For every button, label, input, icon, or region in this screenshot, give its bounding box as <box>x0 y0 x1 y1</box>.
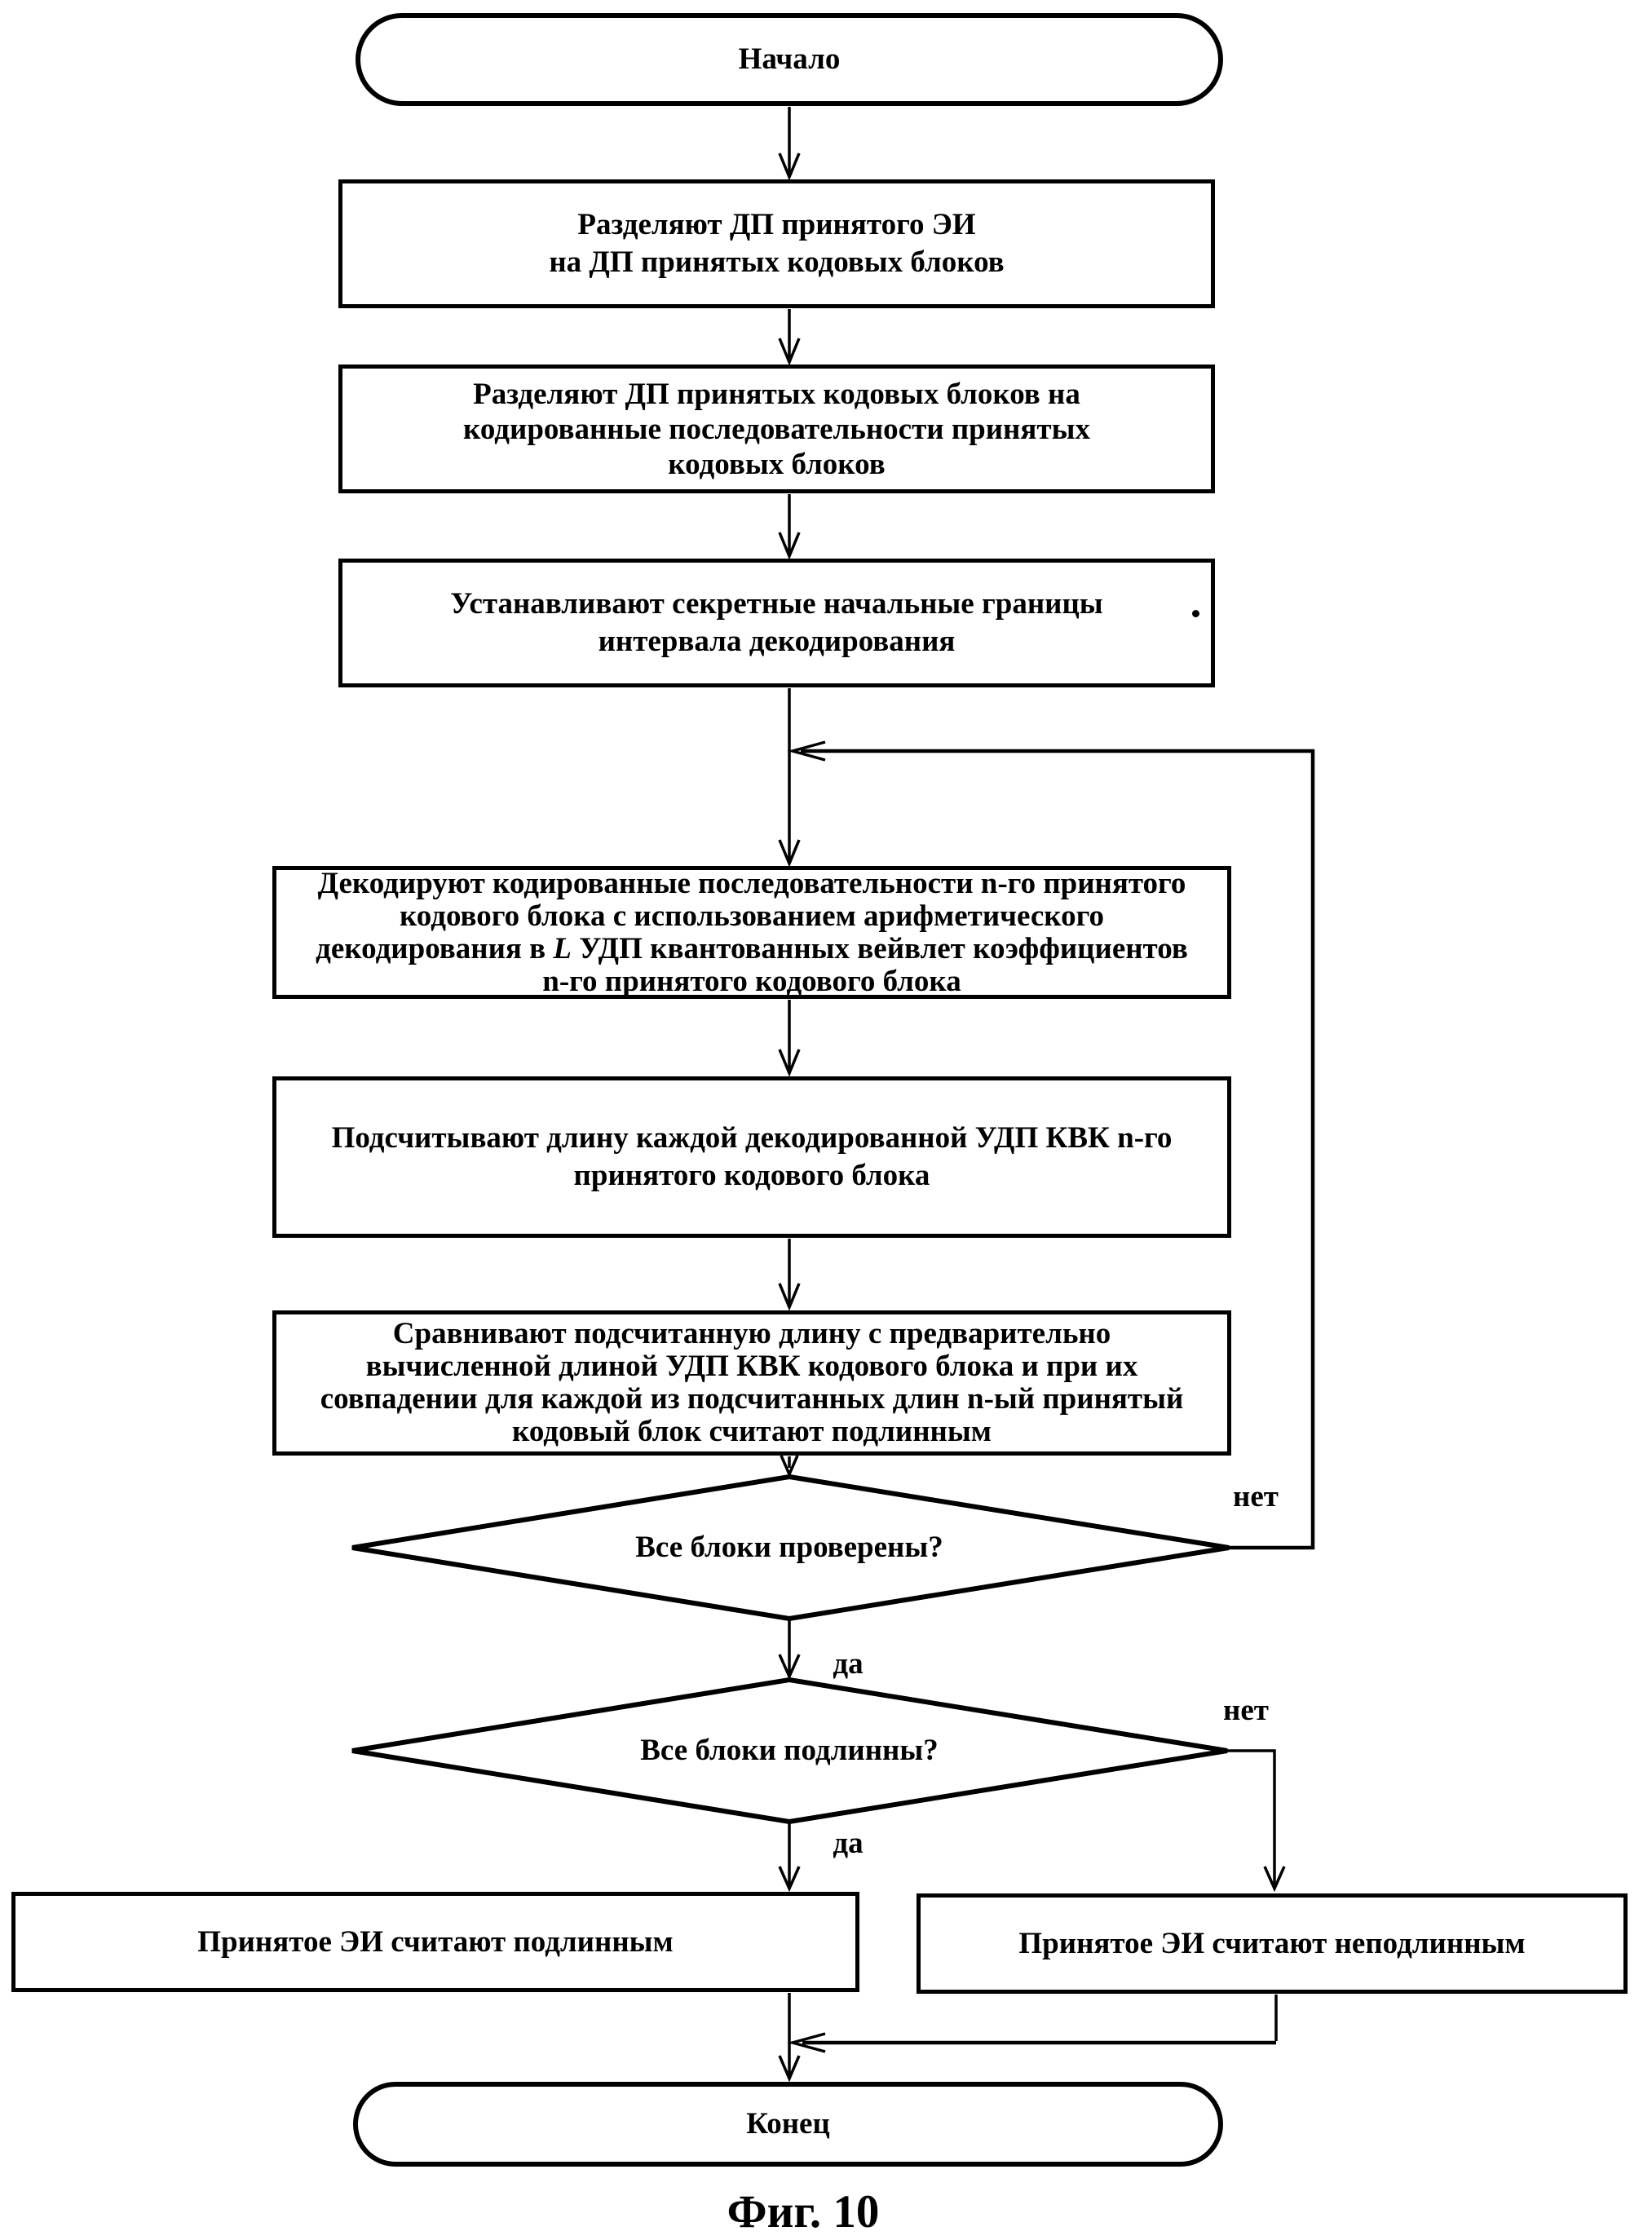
decision1-yes-label: да <box>833 1647 864 1681</box>
decision2-no-label: нет <box>1223 1694 1269 1727</box>
result-not-authentic-label: Принятое ЭИ считают неподлинным <box>1018 1926 1526 1960</box>
terminator-start: Начало <box>356 13 1223 106</box>
process-split-blocks-line3: кодовых блоков <box>668 447 886 481</box>
arrow-result-to-end <box>778 1993 801 2083</box>
process-split-blocks: Разделяют ДП принятых кодовых блоков на … <box>338 364 1215 493</box>
arrow-start-to-split-ei <box>778 107 801 181</box>
process-compare-line4: кодовый блок считают подлинным <box>512 1415 992 1448</box>
result-authentic-label: Принятое ЭИ считают подлинным <box>197 1924 674 1959</box>
process-compare-line2: вычисленной длиной УДП КВК кодового блок… <box>365 1350 1138 1383</box>
process-count-length-line2: принятого кодового блока <box>573 1159 930 1192</box>
process-set-bounds-line2: интервала декодирования <box>598 625 956 658</box>
decode-line3-variable: L <box>553 931 572 965</box>
process-count-length: Подсчитывают длину каждой декодированной… <box>272 1076 1231 1238</box>
process-decode-line1: Декодируют кодированные последовательнос… <box>317 866 1186 900</box>
decision1-question: Все блоки проверены? <box>635 1531 943 1564</box>
figure-caption: Фиг. 10 <box>727 2186 880 2238</box>
decision2-diamond <box>351 1677 1228 1825</box>
result-authentic-box: Принятое ЭИ считают подлинным <box>11 1892 859 1992</box>
terminator-start-label: Начало <box>738 42 841 76</box>
process-decode-line4: n-го принятого кодового блока <box>542 964 961 998</box>
result-not-authentic-box: Принятое ЭИ считают неподлинным <box>917 1893 1628 1994</box>
process-split-blocks-line2: кодированные последовательности принятых <box>463 412 1090 446</box>
process-set-bounds-line1: Устанавливают секретные начальные границ… <box>450 587 1103 621</box>
process-decode-line2: кодового блока с использованием арифмети… <box>399 899 1105 933</box>
process-compare: Сравнивают подсчитанную длину с предвари… <box>272 1310 1231 1456</box>
terminator-end-label: Конец <box>746 2107 830 2141</box>
arrow-decision1-to-decision2 <box>778 1619 801 1681</box>
process-decode-line3: декодирования в L УДП квантованных вейвл… <box>316 931 1188 965</box>
decision2-yes-label: да <box>833 1827 864 1860</box>
process-split-ei-line1: Разделяют ДП принятого ЭИ <box>577 208 976 241</box>
feedback-loop-arrowhead <box>787 740 826 762</box>
process-split-blocks-line1: Разделяют ДП принятых кодовых блоков на <box>473 377 1080 411</box>
ink-dot-artifact <box>1192 610 1199 617</box>
arrow-decision2-no-branch <box>1227 1749 1286 1893</box>
terminator-end: Конец <box>353 2082 1223 2167</box>
arrow-set-bounds-to-decode <box>778 688 801 868</box>
process-compare-line3: совпадении для каждой из подсчитанных дл… <box>320 1382 1184 1416</box>
process-count-length-line1: Подсчитывают длину каждой декодированной… <box>331 1121 1173 1155</box>
process-split-ei-line2: на ДП принятых кодовых блоков <box>549 245 1005 279</box>
process-split-ei: Разделяют ДП принятого ЭИ на ДП принятых… <box>338 179 1215 308</box>
arrow-split-blocks-to-set-bounds <box>778 494 801 560</box>
process-set-bounds: Устанавливают секретные начальные границ… <box>338 559 1215 687</box>
feedback-loop-line <box>801 749 1315 1550</box>
decision1-diamond <box>351 1473 1230 1622</box>
process-compare-line1: Сравнивают подсчитанную длину с предвари… <box>392 1317 1111 1350</box>
merge-arrowhead <box>787 2032 826 2053</box>
decision1-no-label: нет <box>1233 1480 1279 1513</box>
arrow-decode-to-count <box>778 1000 801 1077</box>
decode-line3-prefix: декодирования в <box>316 931 554 965</box>
arrow-decision2-yes-branch <box>778 1822 801 1893</box>
decision2-question: Все блоки подлинны? <box>640 1734 939 1767</box>
arrow-compare-to-decision1 <box>780 1455 799 1478</box>
decode-line3-suffix: УДП квантованных вейвлет коэффициентов <box>572 931 1188 965</box>
arrow-count-to-compare <box>778 1239 801 1311</box>
process-decode: Декодируют кодированные последовательнос… <box>272 866 1231 999</box>
arrow-split-ei-to-split-blocks <box>778 309 801 366</box>
